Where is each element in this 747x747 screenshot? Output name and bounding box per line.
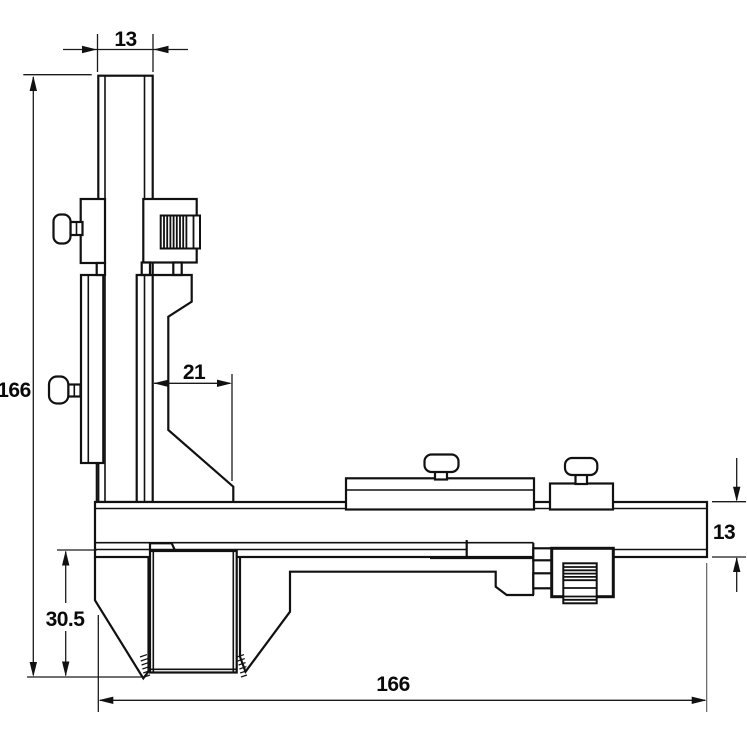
- workpiece-top-tab: [148, 542, 177, 552]
- thumbscrew-head: [52, 213, 84, 245]
- vertical-column: [97, 74, 154, 504]
- dim-label-overall-height: 166: [0, 379, 31, 402]
- vertical-rule-plate: [79, 273, 105, 502]
- horizontal-rail-plate: [344, 453, 536, 511]
- dimension-overall-height: 166: [0, 74, 143, 678]
- dimension-jaw-offset: 21: [153, 361, 233, 481]
- dim-label-beam-height: 13: [713, 521, 735, 544]
- head-left-block: [79, 197, 107, 265]
- knurled-knob-horizontal: [562, 562, 598, 605]
- lower-clamp-block: [532, 546, 615, 605]
- workpiece-block: [148, 542, 238, 674]
- knurled-wheel-vertical: [159, 214, 201, 250]
- thumbscrew-rail: [423, 453, 460, 481]
- dim-label-column-width: 13: [114, 28, 136, 51]
- thumbscrew-slider: [563, 456, 599, 486]
- horizontal-slider-block: [548, 456, 615, 511]
- vertical-measuring-jaw: [135, 273, 235, 502]
- head-left-step: [95, 261, 107, 277]
- dim-label-overall-length: 166: [376, 673, 410, 696]
- dimension-overall-length: 166: [97, 563, 708, 712]
- thumbscrew-rule: [47, 375, 82, 405]
- dimension-column-width: 13: [63, 28, 188, 72]
- dimension-jaw-depth: 30.5: [46, 549, 97, 677]
- lower-left-jaw: [93, 557, 151, 681]
- dim-label-jaw-offset: 21: [183, 361, 206, 384]
- dim-label-jaw-depth: 30.5: [46, 608, 86, 631]
- vertical-slider-head: [52, 197, 201, 277]
- lower-right-jaw-plate: [236, 540, 535, 678]
- dimension-beam-height: 13: [712, 458, 746, 592]
